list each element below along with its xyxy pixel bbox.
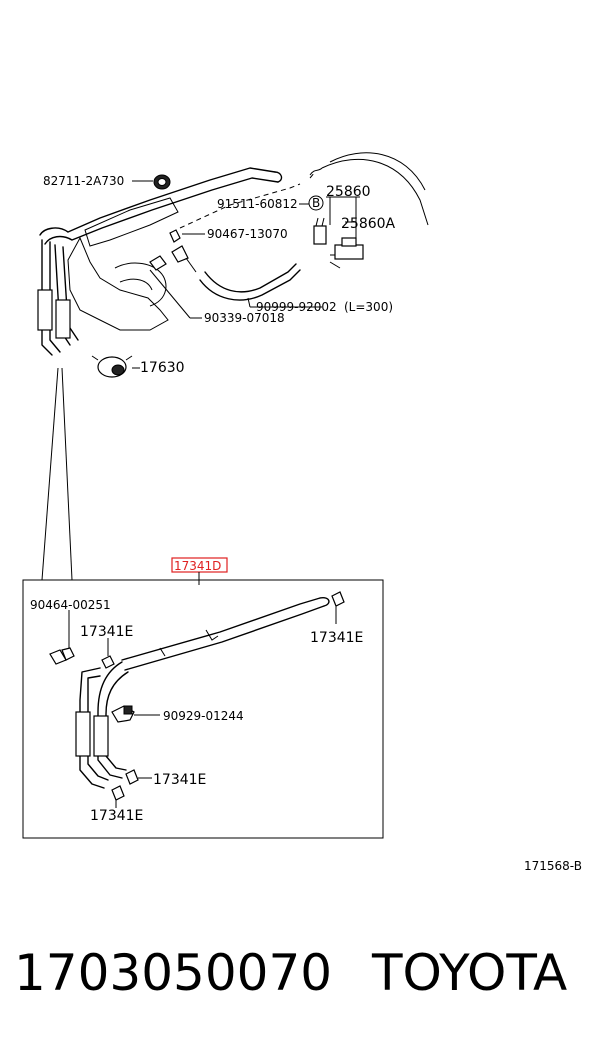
long-hose-top [321,158,429,226]
connector-90929[interactable] [111,705,135,723]
label-90999: 90999-92002 [256,300,337,314]
label-17341e-a: 17341E [80,624,133,640]
label-17341d: 17341D [174,559,221,573]
footer-part-number: 1703050070 [14,944,332,1002]
label-17341e-b: 17341E [310,630,363,646]
diagram-code: 171568-B [524,859,582,873]
label-17341e-d: 17341E [90,808,143,824]
vsv-bracket[interactable] [313,217,327,245]
detail-frame [22,579,384,839]
vsv-valve[interactable] [329,237,364,269]
label-length-300: (L=300) [344,300,393,314]
label-25860: 25860 [326,184,371,200]
callout-right [61,367,73,581]
connector-90339[interactable] [149,245,197,273]
clip-17341e-lower-right[interactable] [125,769,139,785]
label-17341e-c: 17341E [153,772,206,788]
label-90929: 90929-01244 [163,709,244,723]
detail-main-hose [121,597,321,661]
clip-17341e-lower-left[interactable] [111,785,125,801]
reference-b-marker: B [308,195,324,211]
clip-90464[interactable] [49,647,75,665]
label-17630: 17630 [140,360,185,376]
label-91511: 91511-60812 [217,197,298,211]
label-90467: 90467-13070 [207,227,288,241]
callout-left [41,367,59,581]
clip-17341e-right[interactable] [331,591,345,607]
vacuum-line-dashed [179,183,301,229]
air-tank-body [67,236,169,331]
label-25860a: 25860A [341,216,396,232]
clip-17341e-upper-left[interactable] [101,655,115,669]
hose-90999 [199,269,301,301]
label-90464: 90464-00251 [30,598,111,612]
grommet[interactable] [153,174,171,190]
upper-assembly: B 82711-2A730 91511-60 [37,152,429,581]
ref-b-text: B [312,196,320,210]
footer-brand: TOYOTA [371,944,567,1002]
detail-box: 17341D [22,557,384,839]
solenoid-17630[interactable] [91,355,133,378]
clip-90467[interactable] [169,229,181,243]
label-90339: 90339-07018 [204,311,285,325]
highlight-17341d[interactable]: 17341D [171,557,228,573]
left-hose-1 [41,239,53,356]
label-82711: 82711-2A730 [43,174,124,188]
main-pipe [39,167,276,236]
